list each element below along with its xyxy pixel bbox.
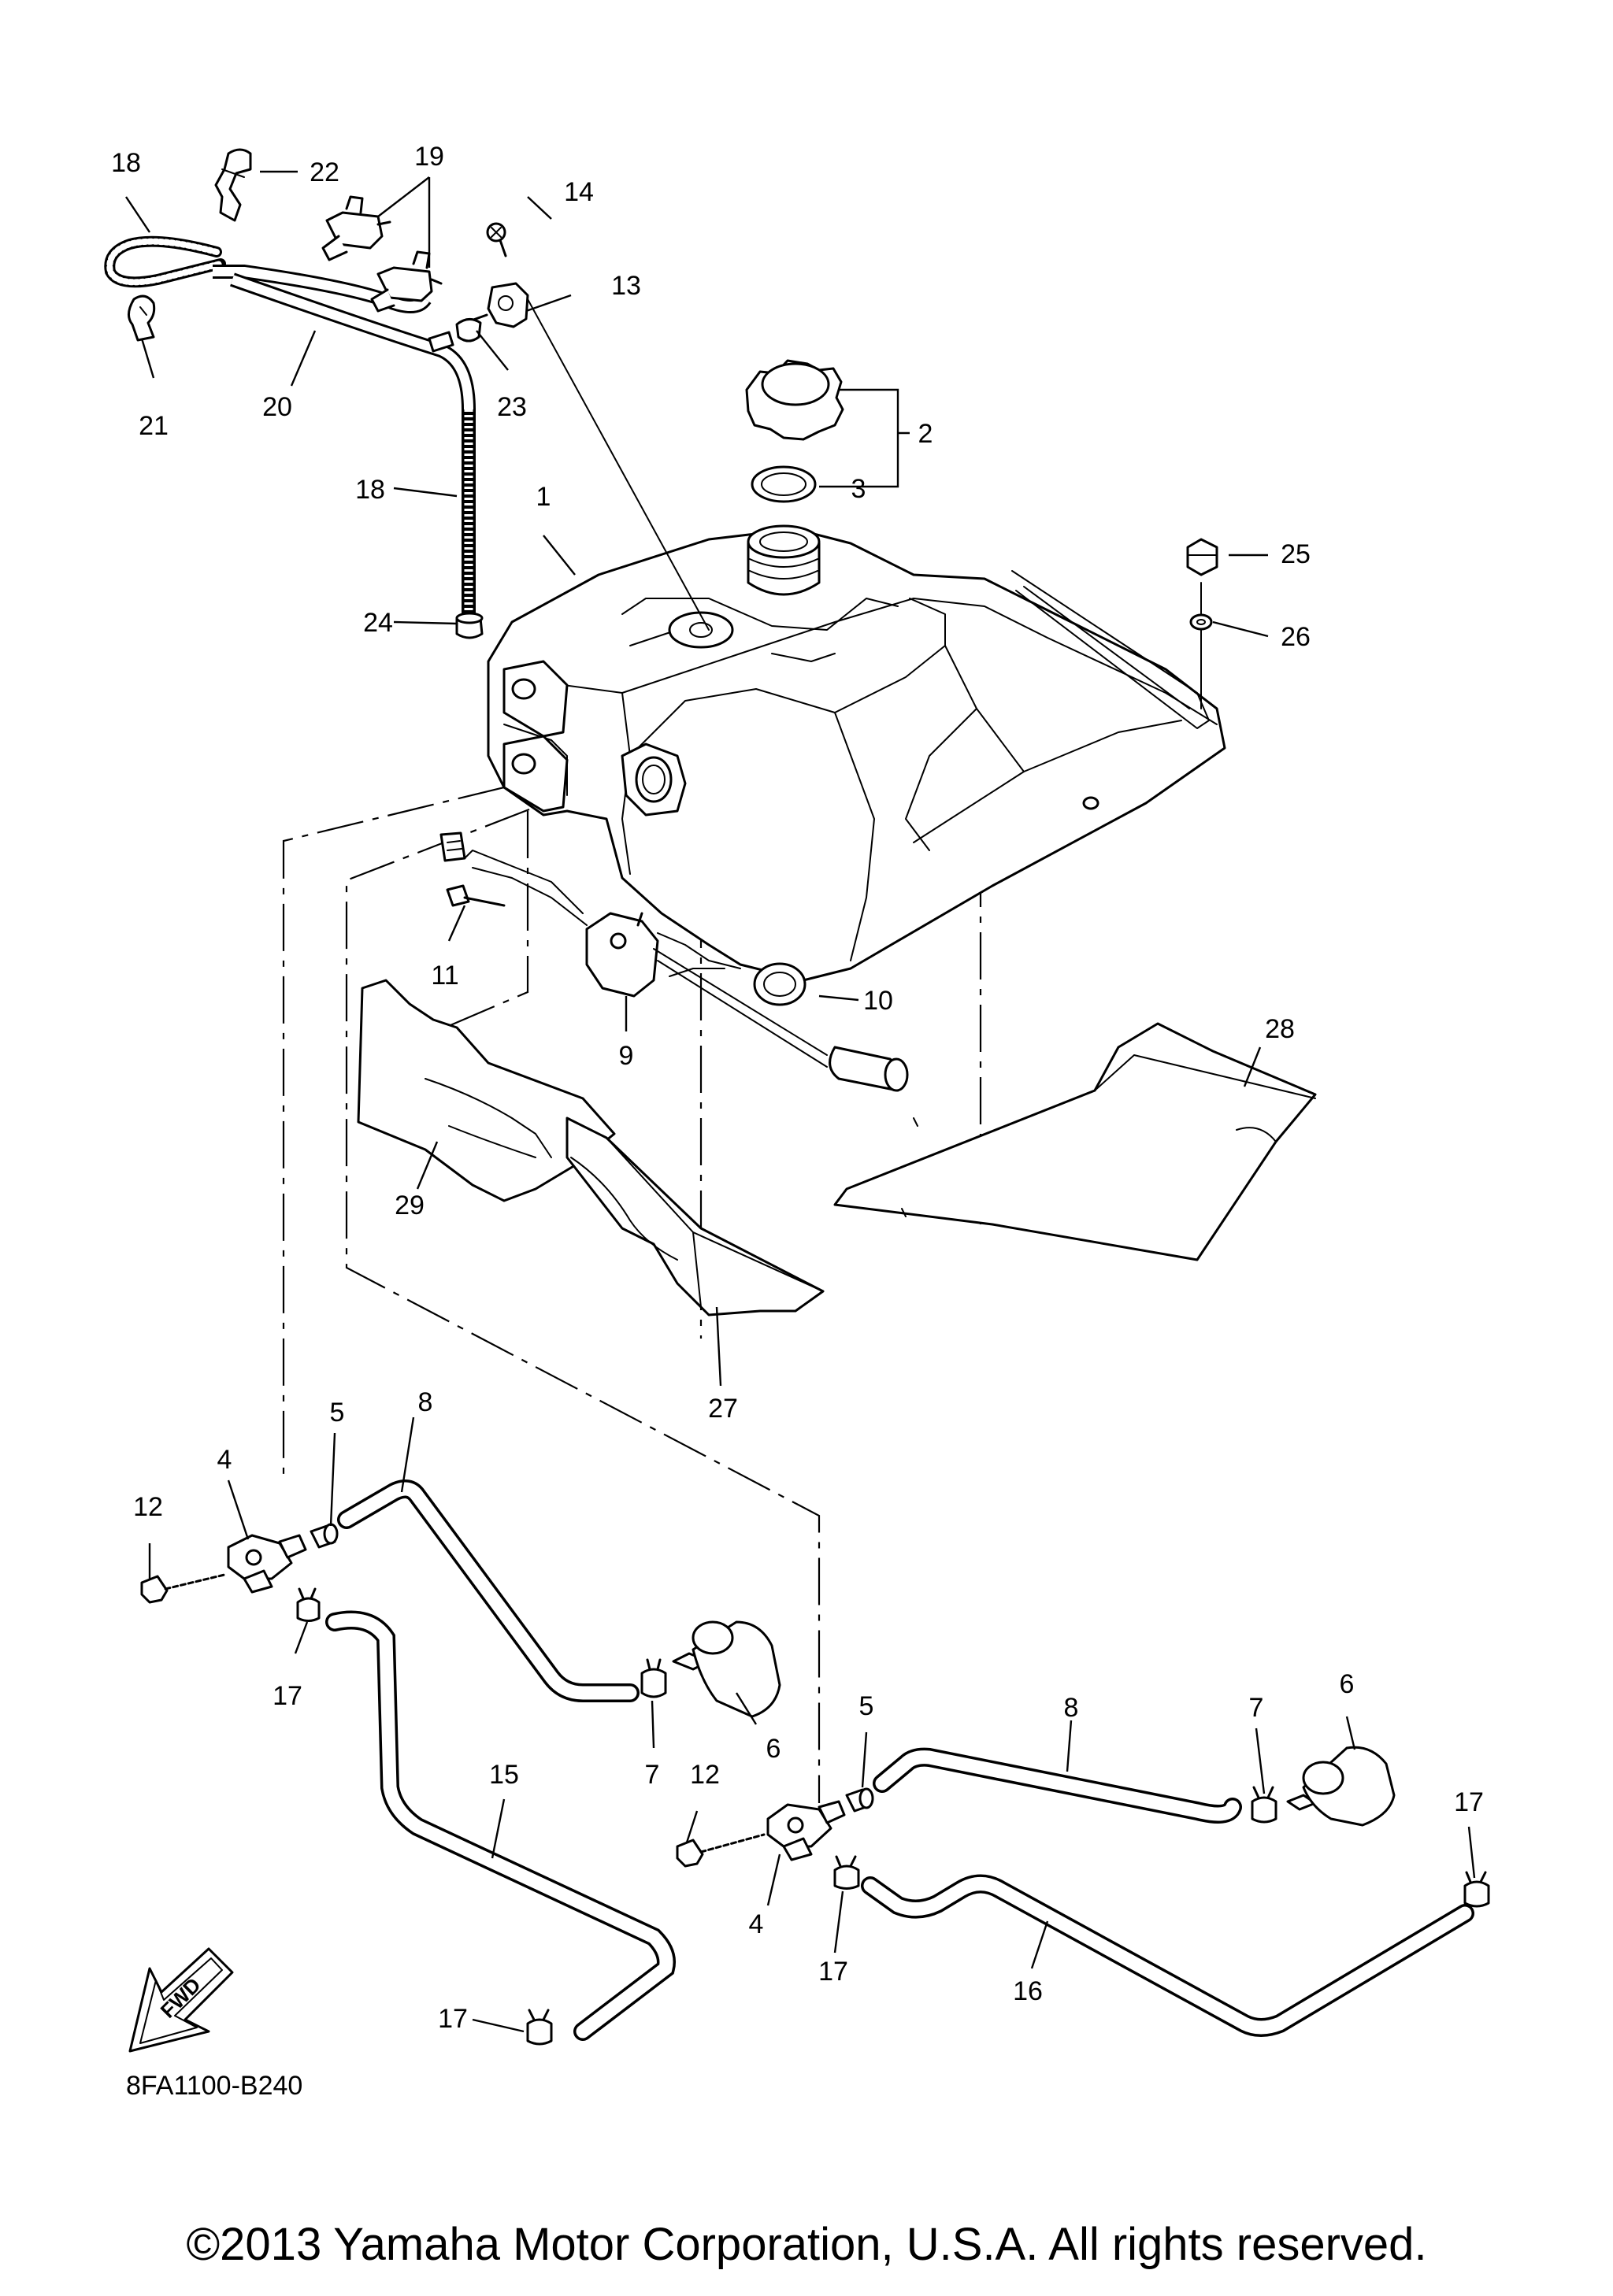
part-label-12-right: 12 [690,1760,720,1790]
part-label-17-left: 17 [273,1681,302,1711]
callout-lines [125,170,1476,2033]
part-label-5-left: 5 [330,1398,345,1428]
hose-clip [214,148,252,222]
hose-clamp-right-upper [1251,1786,1277,1824]
part-label-15: 15 [489,1760,519,1790]
hose-clamp-right-end [1463,1871,1490,1908]
hose-clamp-holder [128,294,156,342]
fuel-tank [487,524,1226,982]
washer [1189,582,1213,709]
hose-clamp-right-cock [833,1855,860,1890]
hose-end-cap [455,612,484,639]
part-label-5-right: 5 [859,1691,874,1721]
fuel-hose-grommet-right [845,1787,874,1813]
part-label-1: 1 [536,482,551,512]
fuel-hose-left-lower [325,1610,676,2041]
part-label-9: 9 [619,1041,634,1071]
part-label-11: 11 [431,961,458,991]
part-label-8-left: 8 [418,1387,433,1417]
fuel-cap [745,359,844,441]
part-label-12-left: 12 [133,1492,163,1522]
part-label-17-bottom: 17 [438,2004,468,2034]
hose-clamp-left-cock [296,1587,321,1622]
part-label-17-right-cock: 17 [818,1957,848,1987]
grommet [753,962,806,1006]
fuel-filter-right [1286,1746,1396,1827]
part-label-18-lower: 18 [355,475,385,505]
hose-clamp-left-bottom [526,2009,553,2046]
part-label-4-right: 4 [749,1909,764,1939]
fuel-hose-grommet-left [310,1523,339,1549]
part-label-4-left: 4 [217,1445,232,1475]
flange-bolt-left [140,1573,226,1604]
fwd-arrow-icon: FWD [128,1947,234,2053]
part-label-24: 24 [363,608,393,638]
screw [486,222,507,257]
fuel-cock-right [766,1800,846,1861]
part-label-13: 13 [611,271,641,301]
bolt [446,884,506,907]
part-label-8-right: 8 [1064,1693,1079,1723]
part-label-28: 28 [1265,1014,1295,1044]
fuel-sender-unit [439,831,909,1092]
part-labels: 18 22 19 14 13 21 20 23 18 1 2 3 25 24 2… [111,142,1484,2034]
part-label-19: 19 [414,142,444,172]
part-label-22: 22 [310,157,339,187]
part-label-2: 2 [918,419,933,449]
part-label-26: 26 [1281,622,1311,652]
part-label-18: 18 [111,148,141,178]
part-label-27: 27 [708,1394,738,1424]
cap-nut [1186,538,1218,576]
part-label-16: 16 [1013,1976,1043,2006]
copyright-notice: ©2013 Yamaha Motor Corporation, U.S.A. A… [186,2219,1426,2270]
part-label-14: 14 [564,177,594,207]
fuel-filter-left [672,1620,781,1718]
part-label-21: 21 [139,411,169,441]
fuel-cock-left [227,1534,307,1594]
part-label-17-right-end: 17 [1454,1787,1484,1817]
cap-gasket [751,465,817,503]
diagram-code: 8FA1100-B240 [126,2071,302,2101]
hose-clamp [455,318,482,343]
heat-insulator [833,1022,1317,1261]
breather-hose-corrugated [104,235,476,614]
part-label-10: 10 [863,986,893,1016]
part-label-3: 3 [851,474,866,504]
heat-protector-rubber [357,979,616,1202]
heat-protector [565,1117,825,1316]
fuel-hose-upper-right [873,1747,1242,1824]
part-label-23: 23 [497,392,527,422]
check-valves [321,195,443,313]
part-label-6-left: 6 [766,1734,781,1764]
part-label-20: 20 [262,392,292,422]
part-label-7-left: 7 [645,1760,660,1790]
part-label-25: 25 [1281,539,1311,569]
part-label-6-right: 6 [1340,1669,1355,1699]
part-label-29: 29 [395,1191,425,1220]
fuel-hose-upper-left [337,1479,640,1702]
part-label-7-right: 7 [1249,1693,1264,1723]
flange-bolt-right [676,1833,766,1868]
hose-clamp-left-upper [640,1658,667,1698]
fuel-hose-right-lower [861,1874,1474,2037]
